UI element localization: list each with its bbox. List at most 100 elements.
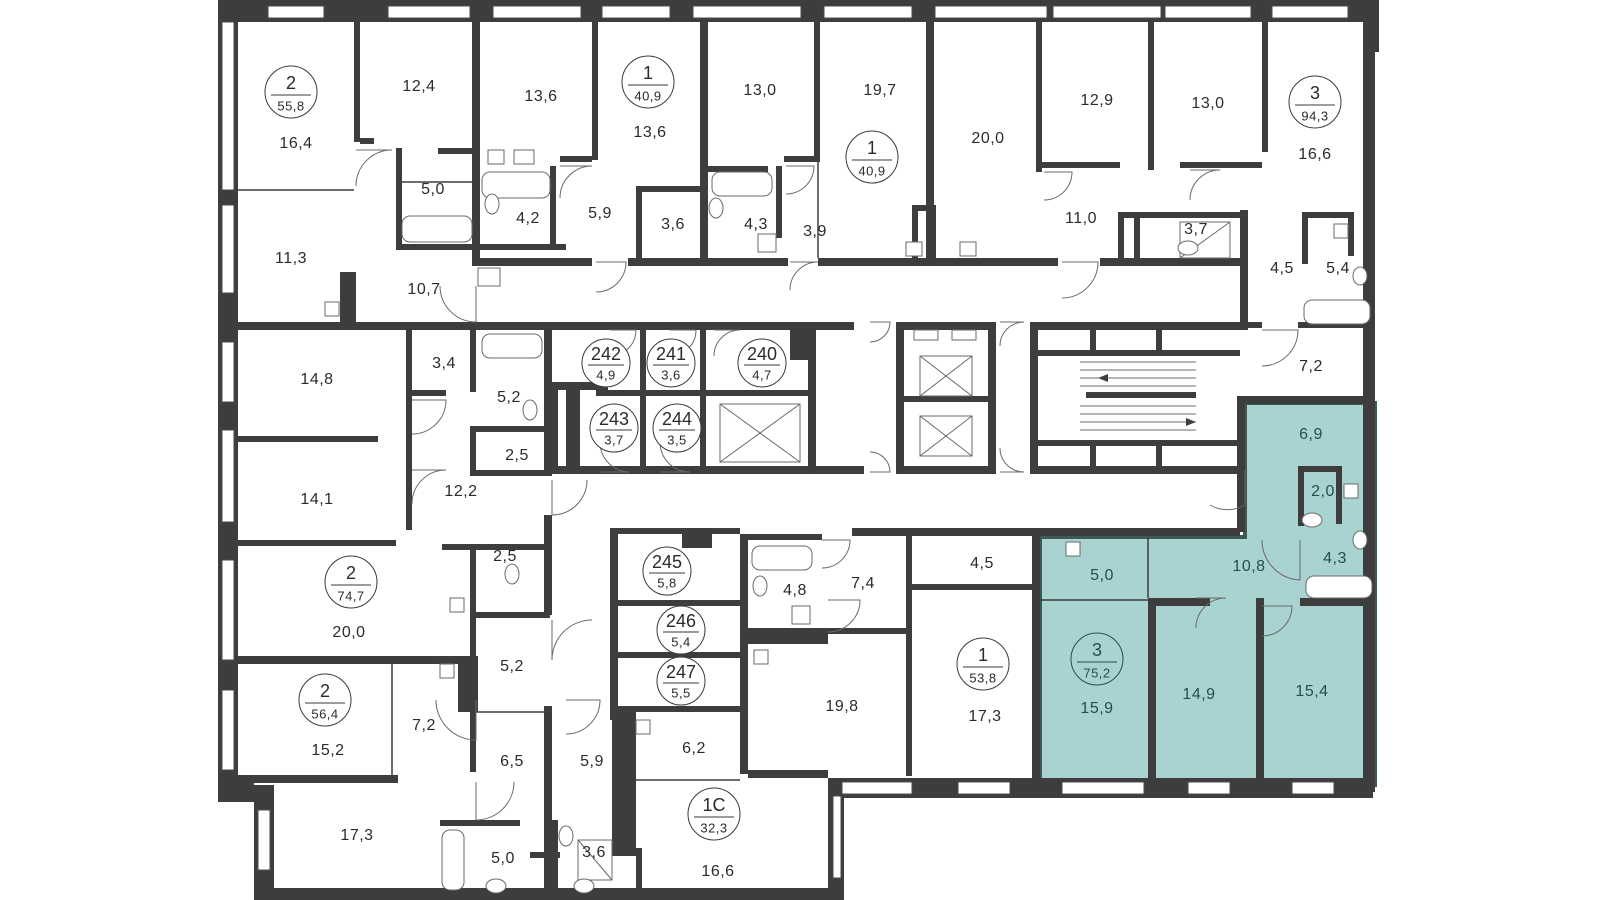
room-area: 5,9: [580, 753, 604, 770]
apartment-badge[interactable]: 1 40,9: [621, 55, 675, 109]
room-area: 13,6: [633, 124, 666, 141]
storage-number: 245: [652, 552, 682, 572]
room-area: 2,0: [1311, 483, 1335, 500]
apartment-rooms: 2: [346, 563, 356, 583]
room-area: 10,7: [407, 281, 440, 298]
room-area: 7,2: [412, 717, 436, 734]
storage-area: 4,7: [752, 367, 772, 382]
room-area: 17,3: [968, 708, 1001, 725]
apartment-area: 74,7: [337, 588, 364, 603]
room-area: 12,2: [444, 483, 477, 500]
storage-area: 3,6: [661, 367, 681, 382]
storage-badge[interactable]: 244 3,5: [652, 403, 702, 453]
room-area: 19,8: [825, 698, 858, 715]
room-area: 14,1: [300, 491, 333, 508]
storage-badge[interactable]: 242 4,9: [581, 338, 631, 388]
apartment-badge[interactable]: 2 55,8: [264, 65, 318, 119]
apartment-rooms: 1: [867, 138, 877, 158]
room-area: 4,3: [1323, 550, 1347, 567]
storage-number: 241: [656, 344, 686, 364]
apartment-badge[interactable]: 2 56,4: [298, 673, 352, 727]
apartment-area: 40,9: [634, 88, 661, 103]
apartment-area: 40,9: [858, 163, 885, 178]
room-area: 5,9: [588, 205, 612, 222]
room-area: 4,3: [744, 216, 768, 233]
storage-number: 243: [599, 409, 629, 429]
apartment-area: 53,8: [969, 670, 996, 685]
room-area: 16,6: [701, 863, 734, 880]
apartment-area: 75,2: [1083, 665, 1110, 680]
storage-area: 3,7: [604, 432, 624, 447]
apartment-badge[interactable]: 1 53,8: [956, 637, 1010, 691]
room-area: 6,5: [500, 753, 524, 770]
room-area: 3,4: [432, 355, 456, 372]
storage-number: 240: [747, 344, 777, 364]
partition-lines: [238, 162, 1149, 781]
apartment-rooms: 3: [1092, 640, 1102, 660]
room-area: 13,0: [743, 82, 776, 99]
room-area: 5,0: [491, 850, 515, 867]
storage-area: 4,9: [596, 367, 616, 382]
room-area: 15,4: [1295, 683, 1328, 700]
room-area: 3,6: [661, 216, 685, 233]
door-swings: [355, 149, 1301, 821]
interior-walls: [218, 22, 1375, 900]
storage-badge[interactable]: 247 5,5: [656, 656, 706, 706]
storage-area: 5,8: [657, 575, 677, 590]
apartment-area: 56,4: [311, 706, 338, 721]
room-area: 12,9: [1080, 92, 1113, 109]
storage-number: 242: [591, 344, 621, 364]
room-area: 10,8: [1232, 558, 1265, 575]
apartment-badge[interactable]: 1С 32,3: [687, 787, 741, 841]
room-area: 16,4: [279, 135, 312, 152]
room-area: 15,9: [1080, 700, 1113, 717]
storage-badge[interactable]: 245 5,8: [642, 546, 692, 596]
apartment-rooms: 1С: [702, 795, 725, 815]
room-area: 5,4: [1326, 260, 1350, 277]
room-area: 13,0: [1191, 95, 1224, 112]
room-area: 5,0: [1090, 567, 1114, 584]
room-area: 5,2: [497, 389, 521, 406]
room-area: 16,6: [1298, 146, 1331, 163]
room-area: 13,6: [524, 88, 557, 105]
apartment-rooms: 2: [286, 73, 296, 93]
storage-badge[interactable]: 240 4,7: [737, 338, 787, 388]
room-area: 14,8: [300, 371, 333, 388]
room-area: 2,5: [493, 548, 517, 565]
apartment-badge-highlighted[interactable]: 3 75,2: [1070, 632, 1124, 686]
storage-area: 5,4: [671, 634, 691, 649]
storage-badge[interactable]: 243 3,7: [589, 403, 639, 453]
room-area: 11,0: [1065, 210, 1097, 227]
storage-badge[interactable]: 241 3,6: [646, 338, 696, 388]
room-area: 3,7: [1184, 221, 1208, 238]
apartment-rooms: 2: [320, 681, 330, 701]
room-area: 7,4: [851, 575, 875, 592]
storage-badge[interactable]: 246 5,4: [656, 605, 706, 655]
apartment-area: 32,3: [700, 820, 727, 835]
room-area: 3,9: [803, 223, 827, 240]
room-area: 19,7: [863, 82, 896, 99]
room-area: 15,2: [311, 742, 344, 759]
room-area: 6,9: [1299, 426, 1323, 443]
storage-number: 244: [662, 409, 692, 429]
room-area-labels: 12,4 13,6 13,6 13,0 19,7 12,9 13,0 16,4 …: [275, 78, 1350, 880]
apartment-rooms: 1: [978, 645, 988, 665]
room-area: 20,0: [332, 624, 365, 641]
room-area: 6,2: [682, 740, 706, 757]
storage-area: 5,5: [671, 685, 691, 700]
fixtures: [324, 149, 1373, 894]
storage-number: 247: [666, 662, 696, 682]
room-area: 3,6: [582, 844, 606, 861]
room-area: 4,8: [783, 582, 807, 599]
apartment-badge[interactable]: 1 40,9: [845, 130, 899, 184]
room-area: 14,9: [1182, 686, 1215, 703]
room-area: 2,5: [505, 447, 529, 464]
room-area: 20,0: [971, 130, 1004, 147]
apartment-badge[interactable]: 2 74,7: [324, 555, 378, 609]
room-area: 5,0: [421, 181, 445, 198]
apartment-area: 55,8: [277, 98, 304, 113]
room-area: 11,3: [275, 250, 307, 267]
apartment-badge[interactable]: 3 94,3: [1288, 75, 1342, 129]
room-area: 7,2: [1299, 358, 1323, 375]
